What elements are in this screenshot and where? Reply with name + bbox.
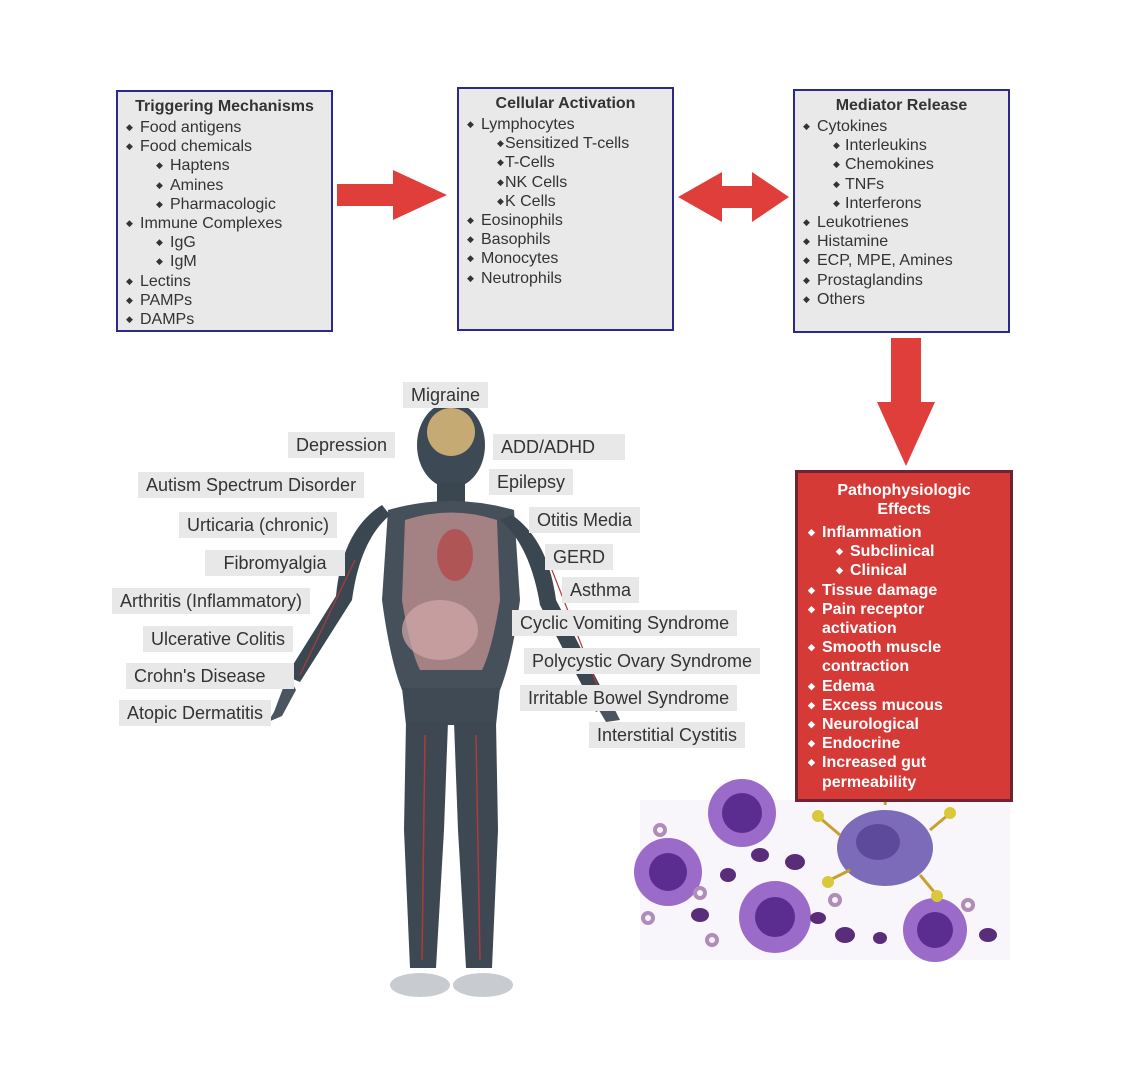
condition-label-gerd: GERD xyxy=(545,544,614,570)
list-item: Pharmacologic xyxy=(126,195,323,214)
pathophysiologic-effects-box: Pathophysiologic Effects Inflammation Su… xyxy=(795,470,1013,802)
list-item: Others xyxy=(803,290,1000,309)
list-item: DAMPs xyxy=(126,310,323,329)
patho-title: Pathophysiologic Effects xyxy=(808,481,1000,519)
list-item: Inflammation xyxy=(808,523,1000,542)
list-item: IgG xyxy=(126,233,323,252)
condition-label-migraine: Migraine xyxy=(403,382,489,408)
patho-title-line1: Pathophysiologic xyxy=(837,482,971,499)
condition-label-urticaria: Urticaria (chronic) xyxy=(179,512,338,538)
cellular-title: Cellular Activation xyxy=(495,95,636,112)
list-item: Interferons xyxy=(803,194,1000,213)
list-item: Monocytes xyxy=(467,249,664,268)
list-item: NK Cells xyxy=(467,173,664,192)
list-item: Excess mucous xyxy=(808,696,1000,715)
arrow-right-icon xyxy=(337,170,447,220)
list-item: Clinical xyxy=(808,561,1000,580)
condition-label-add-adhd: ADD/ADHD xyxy=(493,434,625,460)
list-item: K Cells xyxy=(467,192,664,211)
list-item: Neutrophils xyxy=(467,269,664,288)
immune-cells-illustration xyxy=(634,779,1010,962)
condition-label-depression: Depression xyxy=(288,432,396,458)
triggering-title: Triggering Mechanisms xyxy=(135,98,314,115)
list-item: Lymphocytes xyxy=(467,115,664,134)
list-item: Eosinophils xyxy=(467,211,664,230)
list-item: Smooth muscle contraction xyxy=(808,638,972,676)
list-item: ECP, MPE, Amines xyxy=(803,251,1000,270)
human-body-figure xyxy=(268,402,620,997)
patho-title-line2: Effects xyxy=(877,501,931,518)
mediator-title: Mediator Release xyxy=(835,97,968,114)
list-item: Neurological xyxy=(808,715,1000,734)
condition-label-cyclic-vomiting: Cyclic Vomiting Syndrome xyxy=(512,610,738,636)
condition-label-atopic-dermatitis: Atopic Dermatitis xyxy=(119,700,272,726)
patho-list: Inflammation Subclinical Clinical Tissue… xyxy=(808,523,1000,792)
list-item: Endocrine xyxy=(808,734,1000,753)
list-item: Food chemicals xyxy=(126,137,323,156)
list-item: Increased gut permeability xyxy=(808,753,952,791)
list-item: Basophils xyxy=(467,230,664,249)
condition-label-asthma: Asthma xyxy=(562,577,640,603)
list-item: PAMPs xyxy=(126,291,323,310)
condition-label-ibs: Irritable Bowel Syndrome xyxy=(520,685,738,711)
list-item: Leukotrienes xyxy=(803,213,1000,232)
mediator-list: Cytokines Interleukins Chemokines TNFs I… xyxy=(803,117,1000,309)
condition-label-arthritis: Arthritis (Inflammatory) xyxy=(112,588,311,614)
list-item: Sensitized T-cells xyxy=(467,134,664,153)
triggering-list: Food antigens Food chemicals Haptens Ami… xyxy=(126,118,323,329)
cellular-activation-box: Cellular Activation Lymphocytes Sensitiz… xyxy=(457,87,674,331)
list-item: Haptens xyxy=(126,156,323,175)
condition-label-fibromyalgia: Fibromyalgia xyxy=(205,550,345,576)
triggering-mechanisms-box: Triggering Mechanisms Food antigens Food… xyxy=(116,90,333,332)
list-item: Prostaglandins xyxy=(803,271,1000,290)
condition-label-polycystic-ovary: Polycystic Ovary Syndrome xyxy=(524,648,761,674)
list-item: Food antigens xyxy=(126,118,323,137)
list-item: Immune Complexes xyxy=(126,214,323,233)
condition-label-interstitial-cystitis: Interstitial Cystitis xyxy=(589,722,746,748)
double-arrow-icon xyxy=(678,172,789,222)
mediator-release-box: Mediator Release Cytokines Interleukins … xyxy=(793,89,1010,333)
list-item: TNFs xyxy=(803,175,1000,194)
condition-label-epilepsy: Epilepsy xyxy=(489,469,574,495)
list-item: Edema xyxy=(808,677,1000,696)
condition-label-ulcerative-colitis: Ulcerative Colitis xyxy=(143,626,294,652)
condition-label-crohns: Crohn's Disease xyxy=(126,663,294,689)
list-item: T-Cells xyxy=(467,153,664,172)
list-item: Amines xyxy=(126,176,323,195)
cellular-list: Lymphocytes Sensitized T-cells T-Cells N… xyxy=(467,115,664,288)
list-item: Interleukins xyxy=(803,136,1000,155)
list-item: Lectins xyxy=(126,272,323,291)
condition-label-autism: Autism Spectrum Disorder xyxy=(138,472,365,498)
condition-label-otitis-media: Otitis Media xyxy=(529,507,641,533)
list-item: Chemokines xyxy=(803,155,1000,174)
list-item: IgM xyxy=(126,252,323,271)
list-item: Cytokines xyxy=(803,117,1000,136)
list-item: Histamine xyxy=(803,232,1000,251)
list-item: Tissue damage xyxy=(808,581,1000,600)
arrow-down-icon xyxy=(877,338,935,466)
list-item: Pain receptor activation xyxy=(808,600,952,638)
list-item: Subclinical xyxy=(808,542,1000,561)
